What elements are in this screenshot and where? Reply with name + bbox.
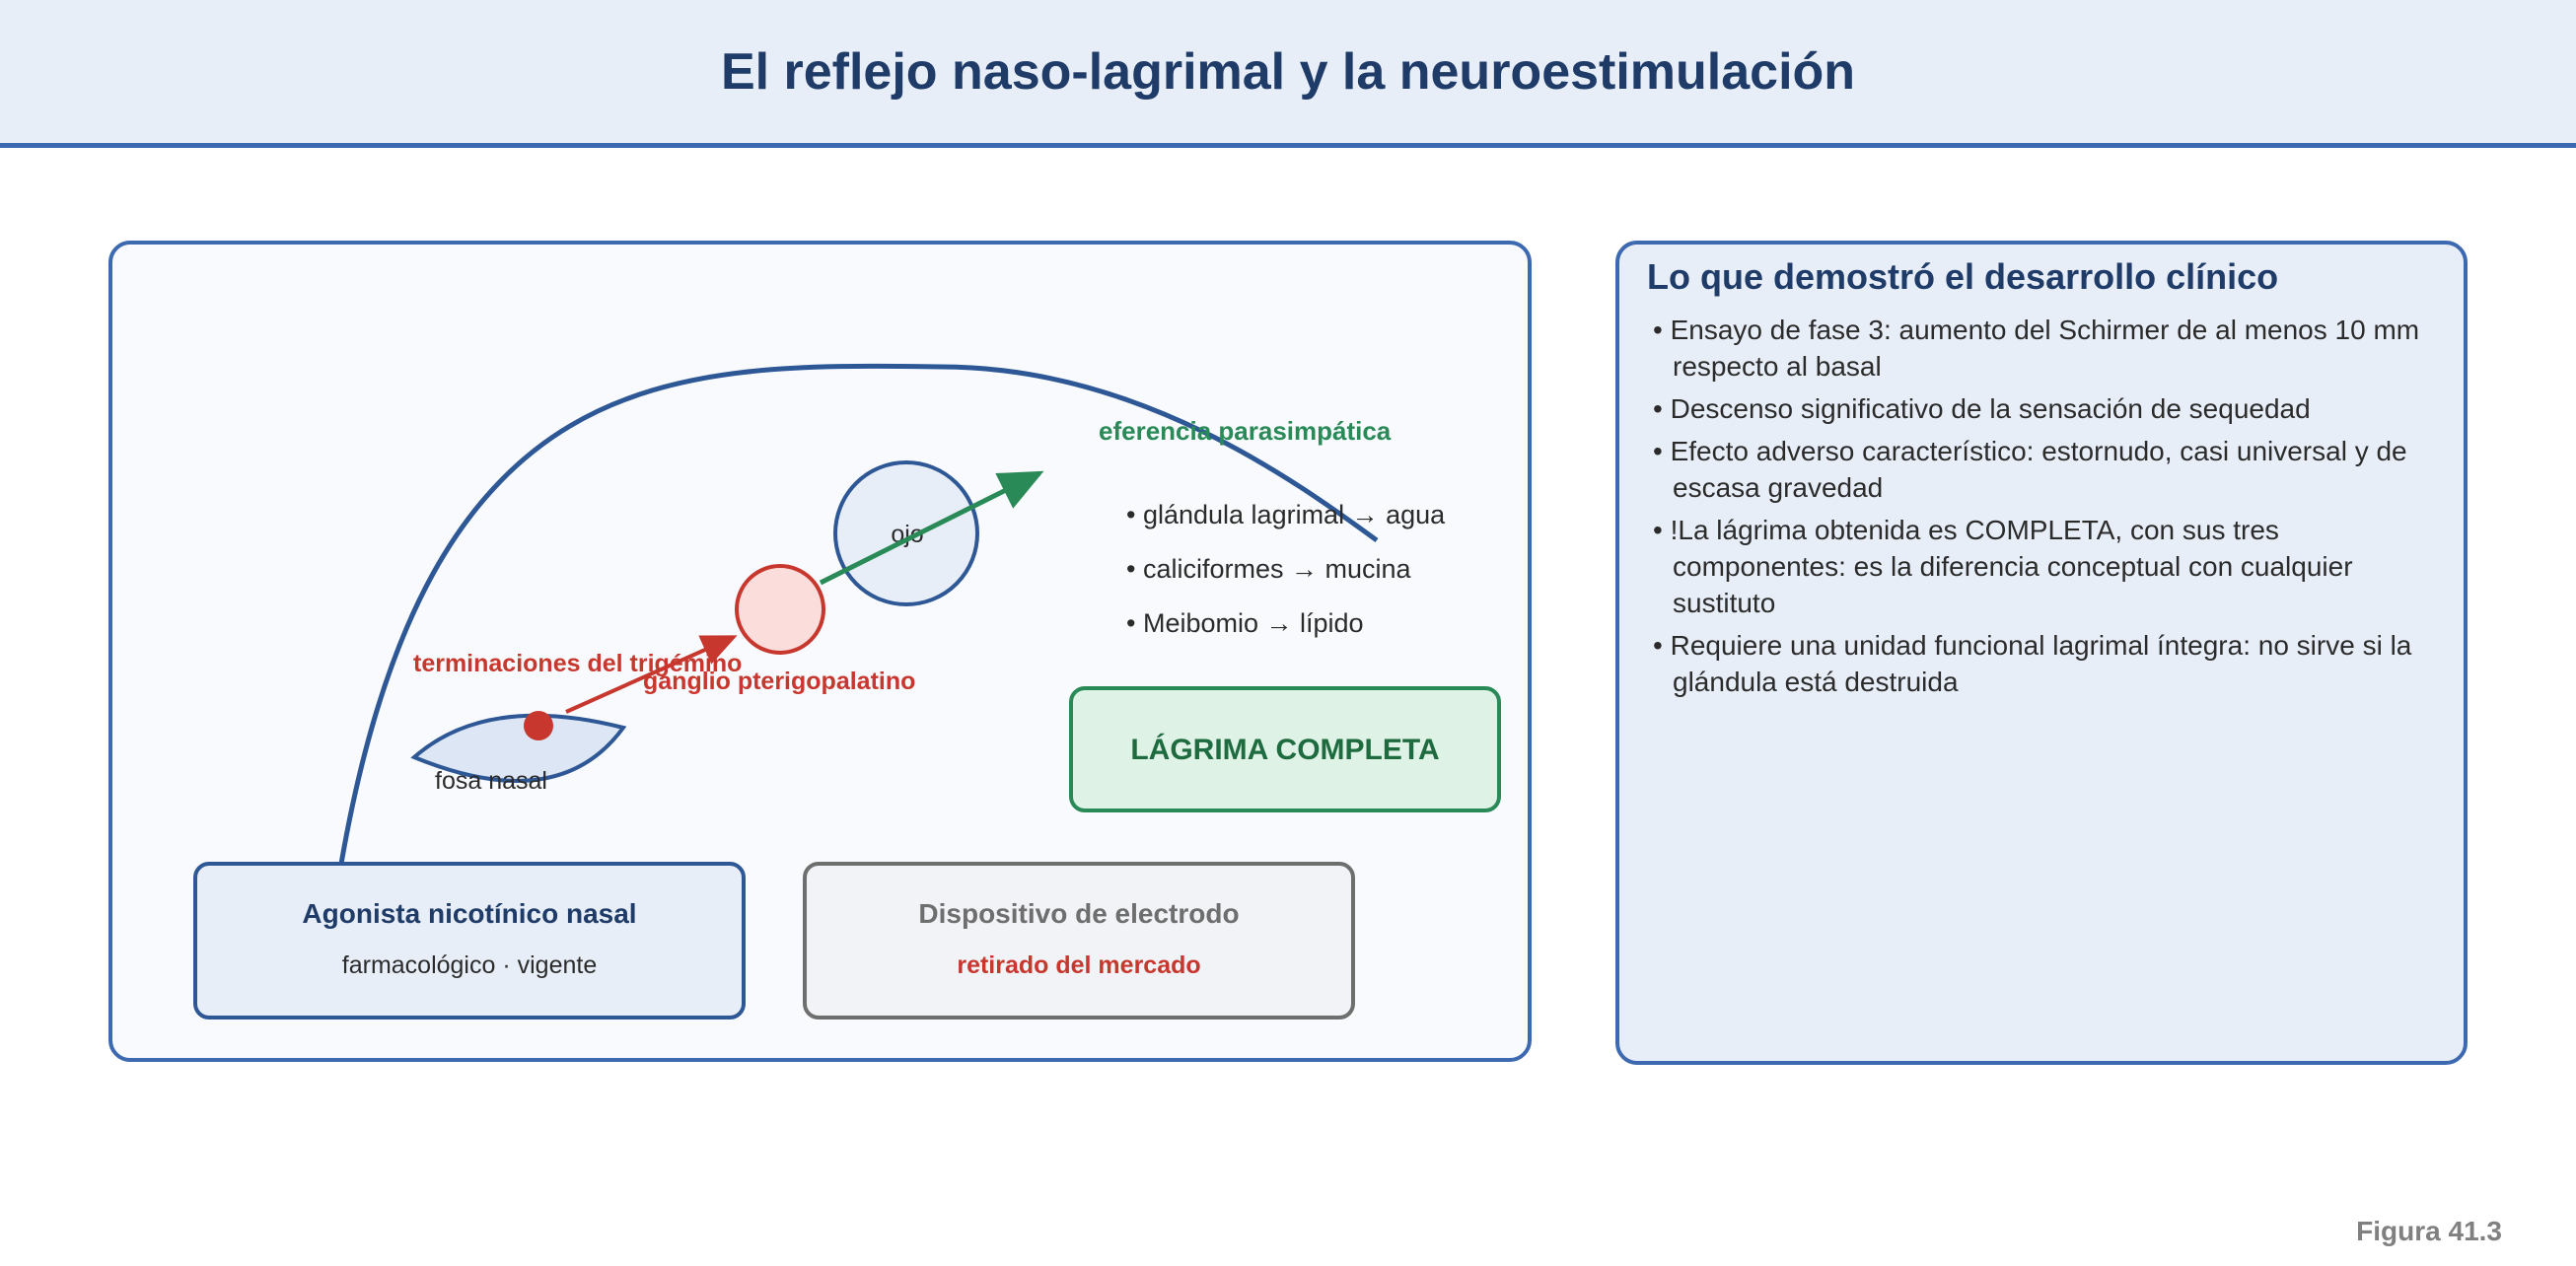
efferent-arrow (819, 470, 1044, 586)
device-title: Dispositivo de electrodo (918, 898, 1239, 929)
header-bar: El reflejo naso-lagrimal y la neuroestim… (0, 0, 2576, 148)
clinical-findings-title: Lo que demostró el desarrollo clínico (1647, 256, 2279, 297)
device-box (803, 862, 1355, 1020)
eye-circle (833, 460, 979, 606)
reflex-diagram-panel: fosa nasal terminaciones del trigémino g… (108, 241, 1532, 1062)
trigeminal-label: terminaciones del trigémino (413, 650, 742, 677)
clinical-findings-panel: Lo que demostró el desarrollo clínico En… (1615, 241, 2468, 1065)
ganglion-label: ganglio pterigopalatino (643, 668, 915, 695)
nasal-fossa-shape (410, 713, 627, 783)
finding-item: !La lágrima obtenida es COMPLETA, con su… (1647, 512, 2434, 621)
finding-item: Requiere una unidad funcional lagrimal í… (1647, 627, 2434, 700)
finding-item: Efecto adverso característico: estornudo… (1647, 433, 2434, 506)
complete-tear-box (1069, 686, 1501, 812)
nasal-fossa-label: fosa nasal (435, 767, 547, 795)
finding-item: Descenso significativo de la sensación d… (1647, 390, 2434, 427)
efference-label: eferencia parasimpática (1099, 416, 1392, 446)
clinical-findings-list: Ensayo de fase 3: aumento del Schirmer d… (1647, 312, 2434, 700)
ganglion-circle (735, 564, 825, 655)
complete-tear-label: LÁGRIMA COMPLETA (1130, 733, 1439, 766)
figure-label: Figura 41.3 (2356, 1216, 2502, 1246)
output-item-lipid: • Meibomio → lípido (1126, 608, 1364, 638)
agonist-box (193, 862, 746, 1020)
agonist-subtitle: farmacológico · vigente (342, 951, 597, 979)
device-status: retirado del mercado (957, 951, 1200, 979)
afferent-arrow (565, 635, 738, 714)
reflex-diagram: fosa nasal terminaciones del trigémino g… (193, 363, 1501, 1020)
finding-item: Ensayo de fase 3: aumento del Schirmer d… (1647, 312, 2434, 385)
reflex-arc-line (338, 363, 1379, 865)
agonist-title: Agonista nicotínico nasal (302, 898, 636, 929)
trigeminal-endings-dot (524, 711, 553, 740)
output-item-mucin: • caliciformes → mucina (1126, 554, 1412, 584)
output-item-water: • glándula lagrimal → agua (1126, 500, 1446, 529)
page-title: El reflejo naso-lagrimal y la neuroestim… (720, 42, 1856, 101)
